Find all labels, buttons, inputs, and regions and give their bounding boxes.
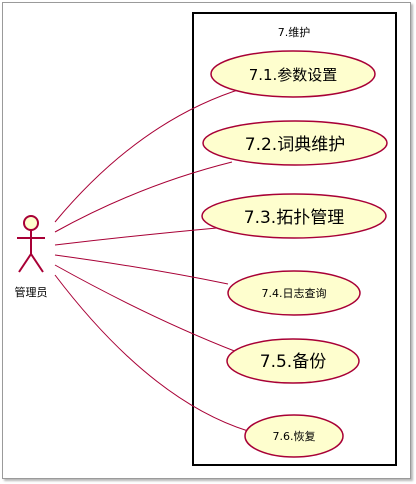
actor-stick-figure-icon — [17, 215, 45, 273]
actor-label: 管理员 — [15, 285, 48, 299]
system-boundary — [192, 12, 397, 466]
association-line — [54, 274, 249, 432]
use-case-label: 7.6.恢复 — [273, 429, 316, 443]
use-case-label: 7.5.备份 — [260, 352, 326, 372]
system-title: 7.维护 — [278, 25, 311, 39]
use-case-7-6[interactable]: 7.6.恢复 — [244, 414, 344, 458]
use-case-7-2[interactable]: 7.2.词典维护 — [202, 120, 388, 166]
association-line — [54, 264, 238, 353]
association-line — [54, 227, 218, 246]
use-case-label: 7.1.参数设置 — [249, 66, 338, 84]
use-case-7-1[interactable]: 7.1.参数设置 — [210, 50, 376, 98]
association-line — [54, 254, 229, 285]
association-line — [54, 87, 245, 223]
association-line — [54, 161, 233, 233]
use-case-label: 7.2.词典维护 — [245, 135, 345, 155]
use-case-7-3[interactable]: 7.3.拓扑管理 — [201, 193, 387, 239]
use-case-7-4[interactable]: 7.4.日志查询 — [227, 270, 361, 316]
use-case-label: 7.3.拓扑管理 — [244, 208, 344, 228]
use-case-7-5[interactable]: 7.5.备份 — [226, 338, 360, 384]
use-case-label: 7.4.日志查询 — [262, 286, 327, 300]
actor-administrator[interactable]: 管理员 — [15, 215, 48, 299]
associations — [54, 87, 249, 432]
